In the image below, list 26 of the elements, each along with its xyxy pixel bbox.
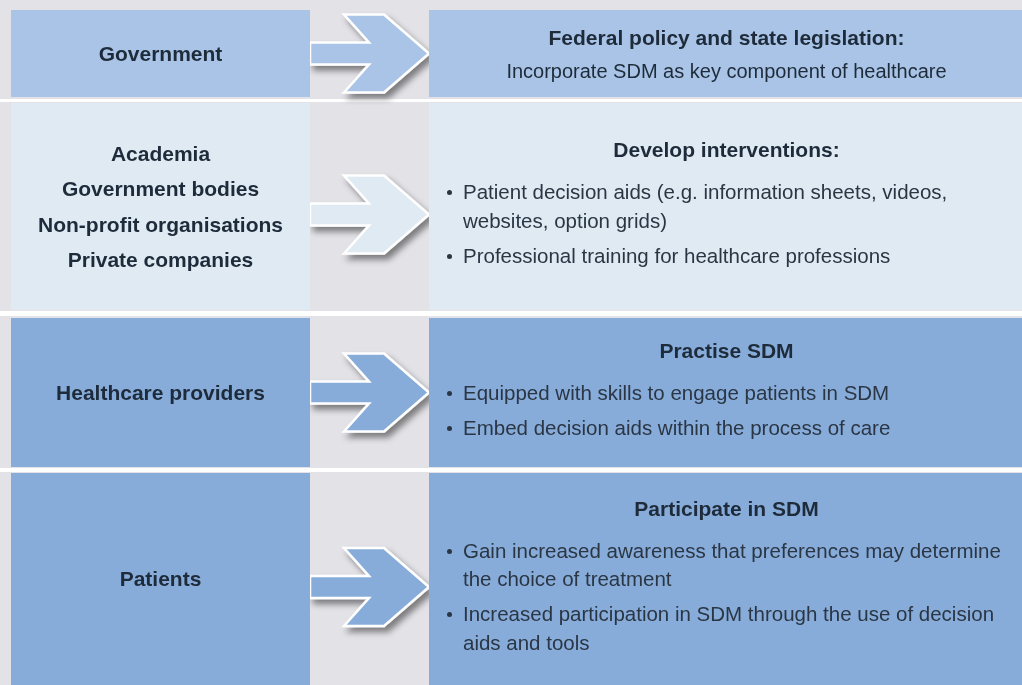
stakeholder-panel [11,318,310,467]
panel-heading: Develop interventions: [612,138,841,163]
stakeholder-panel [11,473,310,685]
bullet-item: Gain increased awareness that preferences may determine the choice of treatment [463,537,1002,593]
action-panel [429,103,1022,310]
panel-description: Incorporate SDM as key component of healthcare [505,60,948,83]
action-panel [429,473,1022,685]
action-panel [429,10,1022,97]
stakeholder-label: Patients [119,566,202,593]
stakeholder-panel [11,10,310,97]
stakeholder-label: Private companies [67,246,254,273]
stakeholder-label: Academia [110,140,211,167]
bullet-item: Patient decision aids (e.g. information sheets, videos, websites, option grids) [463,179,949,235]
bullet-item: Increased participation in SDM through the use of decision aids and tools [463,601,996,656]
panel-heading: Practise SDM [658,338,795,363]
panel-heading: Participate in SDM [633,496,820,521]
bullet-item: Equipped with skills to engage patients in SDM [463,379,890,406]
stakeholder-panel [11,103,310,310]
stakeholder-label: Government [98,40,223,67]
stakeholder-label: Government bodies [61,176,260,203]
stakeholder-label: Healthcare providers [56,379,265,406]
stakeholder-label: Non-profit organisations [38,211,283,238]
panel-heading: Federal policy and state legislation: [547,26,906,50]
bullet-item: Professional training for healthcare professions [463,242,891,269]
action-panel [429,318,1022,467]
bullet-item: Embed decision aids within the process of care [463,414,891,441]
